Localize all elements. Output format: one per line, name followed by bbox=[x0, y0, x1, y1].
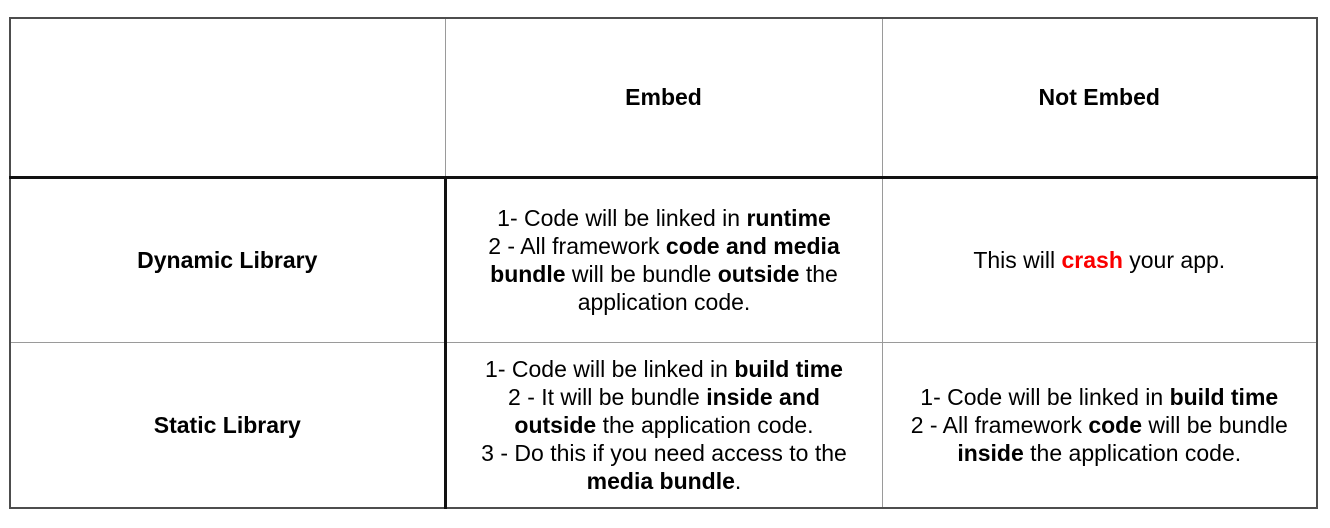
text-segment: the application code. bbox=[577, 261, 838, 315]
text-segment: 1- Code will be linked in bbox=[485, 355, 735, 382]
table-row-dynamic-library: Dynamic Library 1- Code will be linked i… bbox=[9, 176, 1318, 343]
text-segment: 2 - All framework bbox=[488, 233, 666, 259]
text-segment: code bbox=[1088, 411, 1143, 438]
text-line: 1- Code will be linked in build time bbox=[469, 355, 860, 383]
cell-dynamic-not-embed: This will crash your app. bbox=[881, 176, 1318, 343]
text-segment: This will bbox=[973, 247, 1062, 273]
library-embed-comparison-table: Embed Not Embed Dynamic Library 1- Code … bbox=[9, 17, 1318, 509]
text-segment: will be bundle bbox=[1142, 411, 1288, 438]
text-segment: inside bbox=[957, 439, 1024, 466]
text-segment: the application code. bbox=[596, 411, 814, 438]
text-segment: outside bbox=[717, 261, 800, 287]
text-segment: 1- Code will be linked in bbox=[920, 383, 1170, 410]
text-line: 2 - It will be bundle inside and outside… bbox=[469, 383, 860, 439]
text-segment: the application code. bbox=[1023, 439, 1242, 466]
text-line: 2 - All framework code and media bundle … bbox=[469, 232, 860, 316]
text-line: 3 - Do this if you need access to the me… bbox=[469, 439, 860, 495]
table-row-static-library: Static Library 1- Code will be linked in… bbox=[9, 341, 1318, 509]
text-segment: inside and outside bbox=[514, 383, 820, 438]
text-segment: will be bundle bbox=[565, 261, 718, 287]
text-segment: 2 - All framework bbox=[910, 411, 1089, 438]
text-segment: 1- Code will be linked in bbox=[497, 205, 747, 231]
comparison-table-container: Embed Not Embed Dynamic Library 1- Code … bbox=[9, 17, 1318, 509]
text-segment: code and media bundle bbox=[490, 233, 840, 287]
text-line: 1- Code will be linked in build time bbox=[905, 383, 1295, 411]
row-label-dynamic-library: Dynamic Library bbox=[9, 176, 447, 343]
column-header-not-embed: Not Embed bbox=[881, 17, 1318, 179]
text-segment: . bbox=[734, 467, 742, 494]
text-segment: build time bbox=[1169, 383, 1279, 410]
corner-cell bbox=[9, 17, 446, 179]
text-segment: 2 - It will be bundle bbox=[508, 383, 707, 410]
header-row: Embed Not Embed bbox=[9, 17, 1318, 179]
text-segment: media bundle bbox=[586, 467, 735, 494]
text-segment: your app. bbox=[1122, 247, 1226, 273]
column-header-embed: Embed bbox=[444, 17, 883, 179]
text-line: This will crash your app. bbox=[905, 246, 1295, 274]
text-segment: build time bbox=[734, 355, 843, 382]
text-segment: runtime bbox=[746, 205, 831, 231]
text-segment: crash bbox=[1061, 247, 1123, 273]
row-label-static-library: Static Library bbox=[9, 341, 447, 509]
text-line: 1- Code will be linked in runtime bbox=[469, 204, 860, 232]
text-line: 2 - All framework code will be bundle in… bbox=[905, 411, 1295, 467]
text-segment: 3 - Do this if you need access to the bbox=[481, 439, 847, 466]
